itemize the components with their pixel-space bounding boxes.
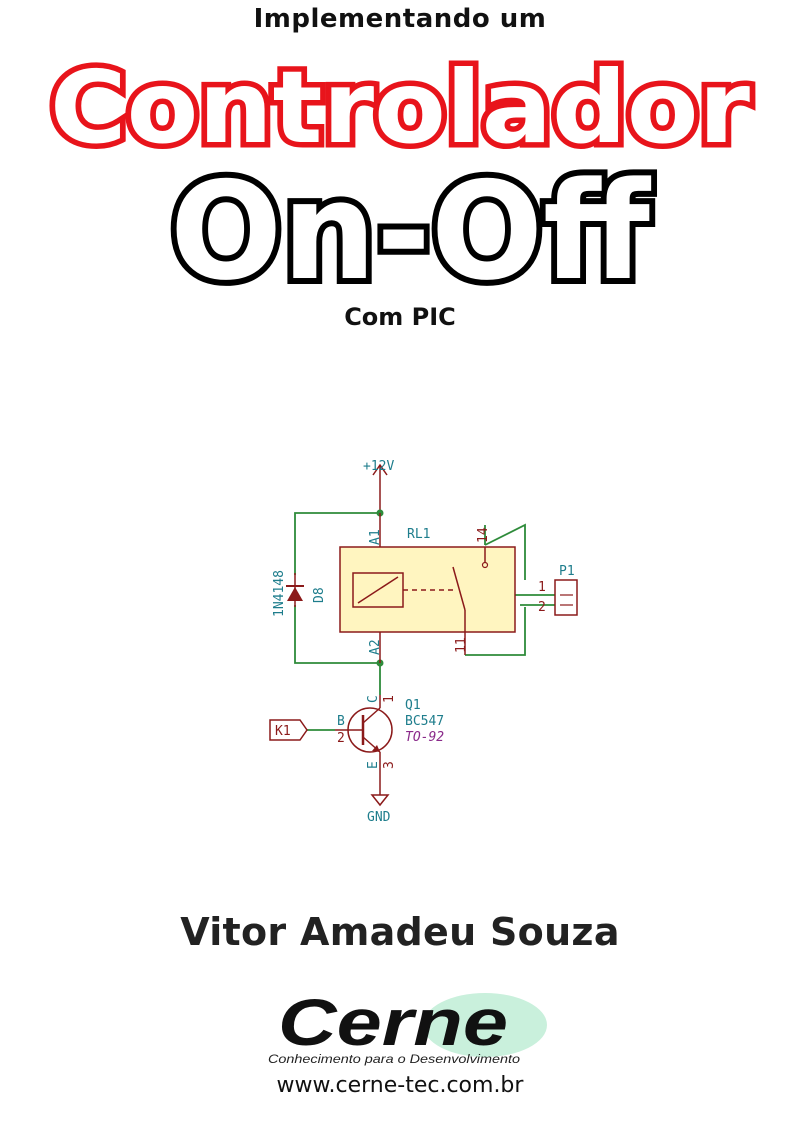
diode-ref: D8: [312, 587, 327, 603]
transistor-pin-2: 2: [337, 731, 345, 746]
power-label: +12V: [363, 459, 394, 474]
relay-ref: RL1: [407, 527, 430, 542]
relay-pin-14: 14: [476, 527, 491, 543]
wires: [294, 512, 555, 731]
author-name: Vitor Amadeu Souza: [180, 910, 620, 954]
transistor-package: TO-92: [405, 730, 444, 745]
ground-symbol: [370, 794, 390, 807]
relay-driver-schematic: +12V 1N4148 D8 RL1 A1 A2 14 11: [269, 459, 578, 825]
connector-ref: P1: [559, 564, 575, 579]
relay-pin-a2: A2: [368, 639, 383, 655]
book-title: Controlador On-Off: [45, 50, 757, 300]
relay-icon: [339, 513, 516, 663]
input-label-icon: [269, 719, 308, 741]
connector-icon: [554, 579, 578, 616]
website-url: www.cerne-tec.com.br: [276, 1073, 524, 1098]
logo-tagline: Conhecimento para o Desenvolvimento: [268, 1052, 520, 1066]
logo-swoosh-icon: [423, 993, 547, 1057]
transistor-value: BC547: [405, 714, 444, 729]
relay-pin-a1: A1: [368, 529, 383, 545]
relay-pin-11: 11: [454, 637, 469, 653]
diode-icon: [286, 573, 304, 607]
transistor-pin-3: 3: [382, 761, 397, 769]
transistor-pin-c: C: [366, 695, 381, 703]
transistor-ref: Q1: [405, 698, 421, 713]
transistor-pin-1: 1: [382, 695, 397, 703]
input-label: K1: [275, 724, 291, 739]
logo-name: Cerne: [278, 985, 508, 1059]
diode-value: 1N4148: [272, 570, 287, 617]
connector-pin2: 2: [538, 600, 546, 615]
title-line-onoff: On-Off: [170, 153, 652, 300]
pre-title: Implementando um: [253, 4, 547, 34]
cerne-logo: Cerne Conhecimento para o Desenvolviment…: [268, 985, 547, 1066]
transistor-pin-b: B: [337, 714, 345, 729]
transistor-icon: [335, 695, 393, 795]
ground-label: GND: [367, 810, 391, 825]
power-symbol: [372, 463, 388, 513]
title-line-controlador: Controlador: [50, 50, 751, 166]
subtitle: Com PIC: [344, 303, 456, 331]
transistor-pin-e: E: [366, 761, 381, 769]
connector-pin1: 1: [538, 580, 546, 595]
